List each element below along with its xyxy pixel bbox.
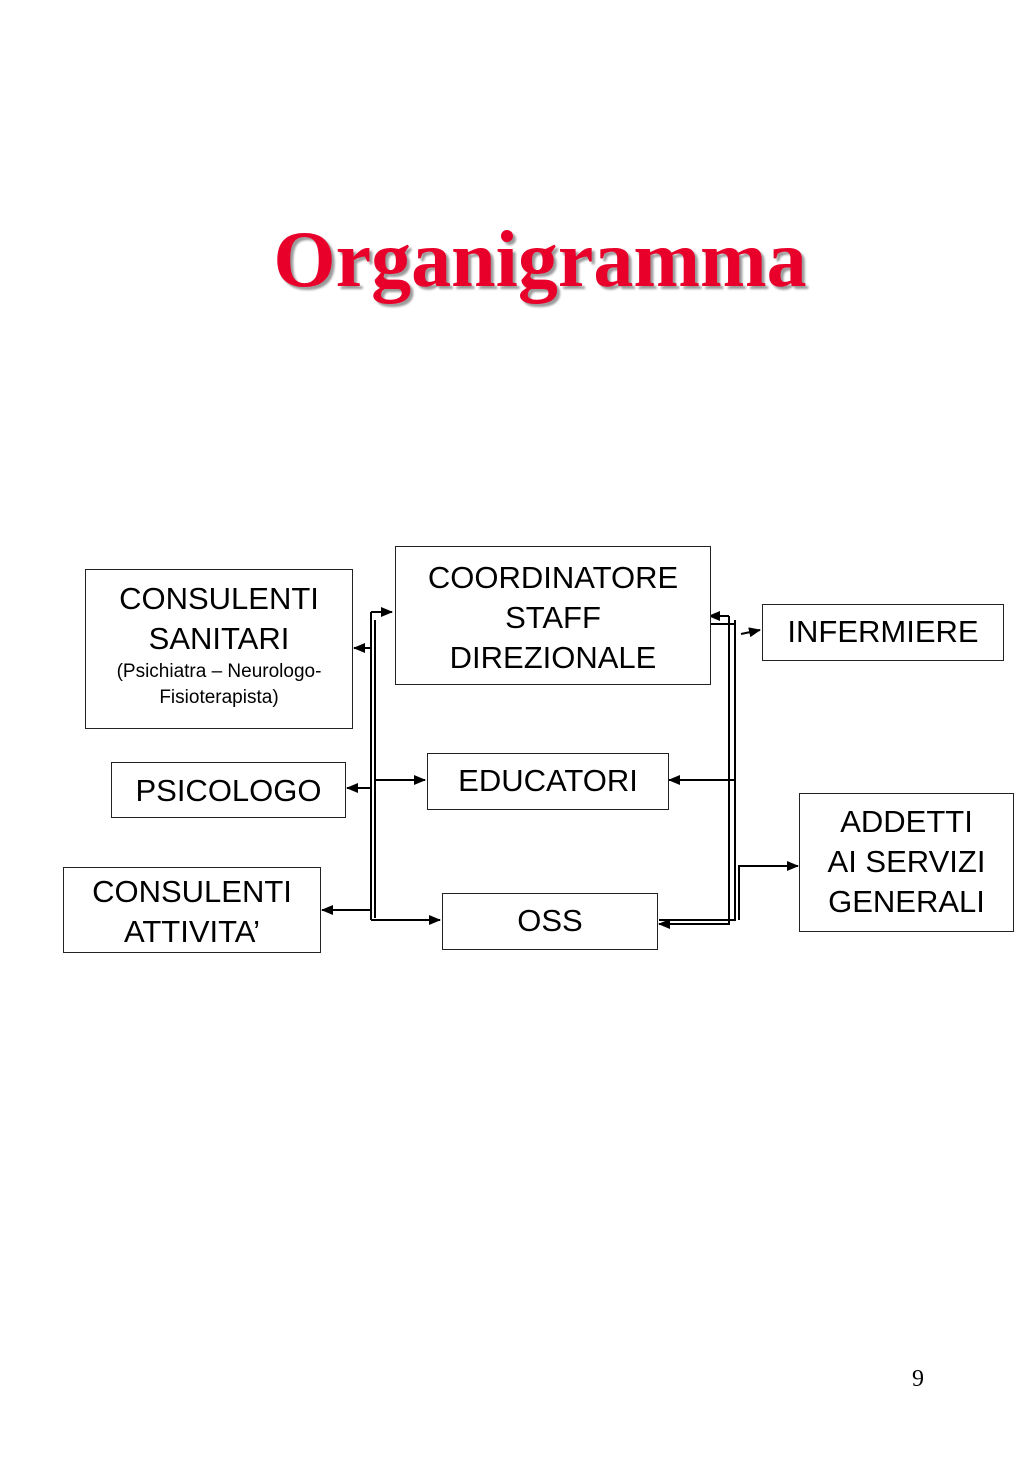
box-consulenti-attivita: CONSULENTI ATTIVITA’ — [63, 867, 321, 953]
box-line: GENERALI — [828, 884, 985, 919]
box-line: COORDINATORE — [427, 560, 679, 595]
box-psicologo: PSICOLOGO — [111, 762, 346, 818]
box-educatori: EDUCATORI — [427, 753, 669, 810]
page-number: 9 — [912, 1366, 924, 1392]
connector-right-trunk-a — [658, 616, 730, 929]
box-oss: OSS — [442, 893, 658, 950]
box-line: CONSULENTI — [92, 874, 292, 909]
box-consulenti-sanitari: CONSULENTI SANITARI (Psichiatra – Neurol… — [85, 569, 353, 729]
box-line: INFERMIERE — [787, 614, 979, 649]
box-coordinatore-staff: COORDINATORE STAFF DIREZIONALE — [395, 546, 711, 685]
box-addetti-servizi-generali: ADDETTI AI SERVIZI GENERALI — [799, 793, 1014, 932]
box-line: ATTIVITA’ — [123, 914, 261, 949]
page-title: Organigramma — [273, 216, 807, 304]
box-detail: (Psichiatra – Neurologo- — [116, 661, 322, 682]
box-line: ADDETTI — [840, 804, 973, 839]
arrow-to-addetti — [738, 861, 799, 920]
box-line: EDUCATORI — [458, 763, 638, 798]
arrow-to-infermiere — [740, 627, 761, 638]
connector-right-trunk-b — [659, 620, 736, 921]
box-line: AI SERVIZI — [827, 844, 986, 879]
box-line: STAFF — [505, 600, 601, 635]
box-line: PSICOLOGO — [135, 773, 322, 808]
box-line: OSS — [517, 903, 583, 938]
box-detail: Fisioterapista) — [159, 687, 279, 708]
box-line: DIREZIONALE — [449, 640, 657, 675]
box-line: CONSULENTI — [119, 581, 319, 616]
box-line: SANITARI — [148, 621, 290, 656]
box-infermiere: INFERMIERE — [762, 604, 1004, 661]
